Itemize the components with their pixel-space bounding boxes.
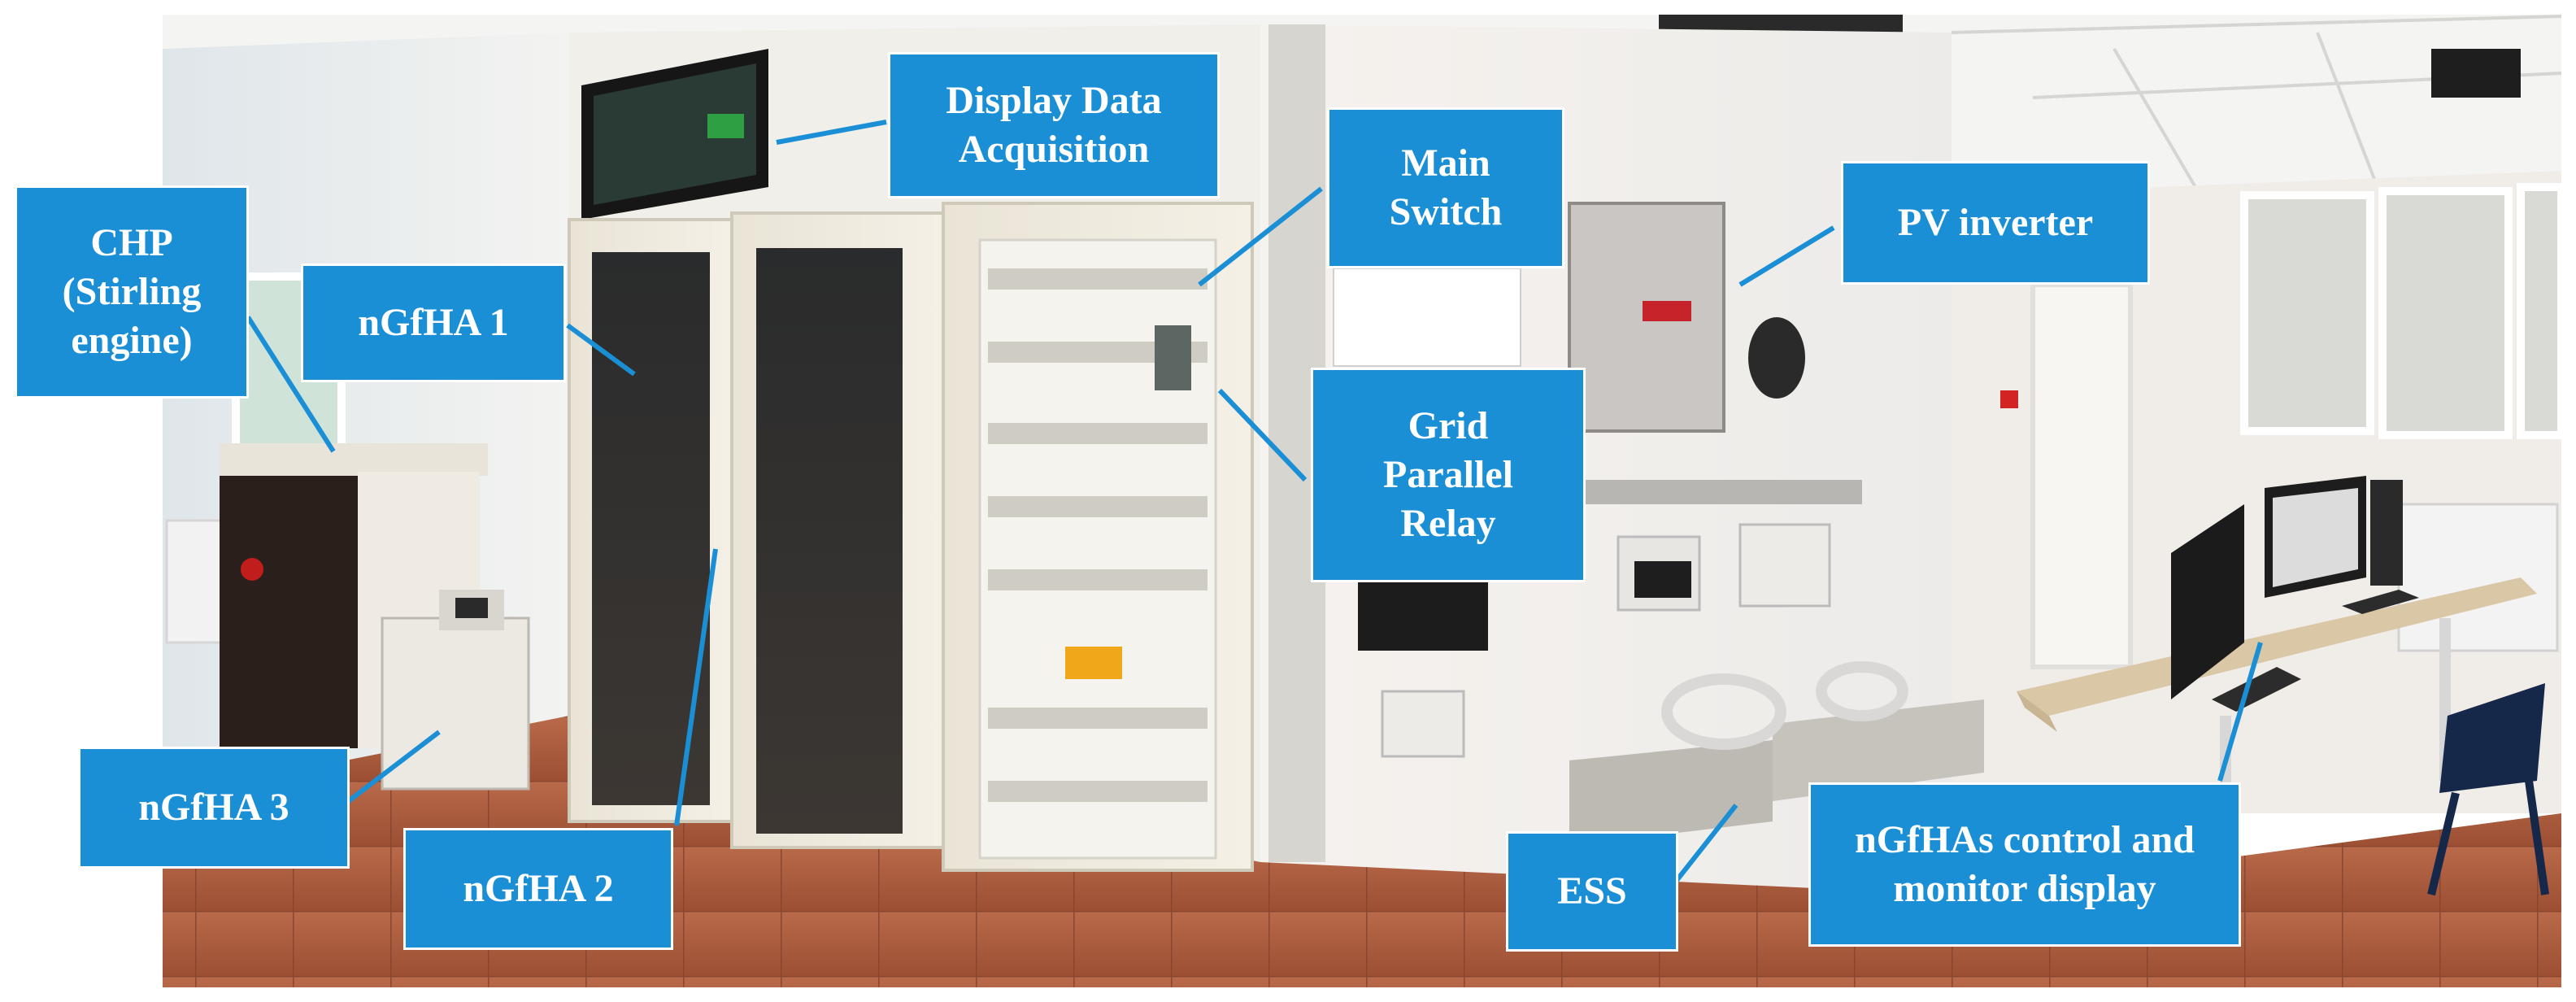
- leader-lines: [246, 120, 2263, 884]
- label-ess: ESS: [1506, 831, 1678, 952]
- label-pv-inverter: PV inverter: [1841, 161, 2150, 285]
- leader-line-pv-inverter: [1738, 225, 1835, 287]
- wiring-diagram-sheet: [1333, 268, 1521, 367]
- keyboard: [2212, 667, 2301, 712]
- leader-line-display: [776, 120, 887, 145]
- leader-line-ngfha3: [342, 730, 441, 808]
- label-chp: CHP (Stirling engine): [15, 185, 249, 399]
- office-chair: [2439, 683, 2545, 793]
- meter-device: [1748, 317, 1805, 399]
- label-main-switch: Main Switch: [1327, 107, 1564, 268]
- right-windows: [2240, 183, 2565, 439]
- leader-line-ngfha2: [674, 548, 718, 826]
- control-monitor-left: [2171, 504, 2244, 699]
- leader-line-grid-relay: [1217, 388, 1308, 482]
- label-ngfha3: nGfHA 3: [78, 747, 350, 869]
- label-display-data-acquisition: Display Data Acquisition: [888, 52, 1220, 198]
- leader-line-ngfha1: [566, 323, 636, 377]
- leader-line-control-display: [2217, 642, 2263, 782]
- label-ngfha2: nGfHA 2: [403, 828, 673, 950]
- right-radiator: [2397, 503, 2559, 652]
- cable-tray: [1586, 480, 1862, 504]
- desk: [2017, 577, 2537, 716]
- ess-battery-box-2: [1773, 699, 1984, 801]
- leader-line-ess: [1673, 804, 1738, 884]
- ceiling-vent: [2431, 49, 2521, 98]
- label-ngfha1: nGfHA 1: [301, 264, 566, 382]
- left-radiator: [165, 519, 225, 644]
- label-grid-parallel-relay: Grid Parallel Relay: [1311, 368, 1586, 582]
- ceiling: [163, 15, 2561, 203]
- leader-line-main-switch: [1198, 186, 1323, 287]
- label-control-monitor-display: nGfHAs control and monitor display: [1808, 782, 2241, 947]
- relay-box: [1358, 577, 1488, 651]
- warning-sticker: [1065, 647, 1122, 679]
- doorway: [2030, 282, 2133, 669]
- leader-line-chp: [246, 316, 336, 453]
- ngfha3-unit: [381, 616, 530, 791]
- breaker-rows: [988, 268, 1208, 802]
